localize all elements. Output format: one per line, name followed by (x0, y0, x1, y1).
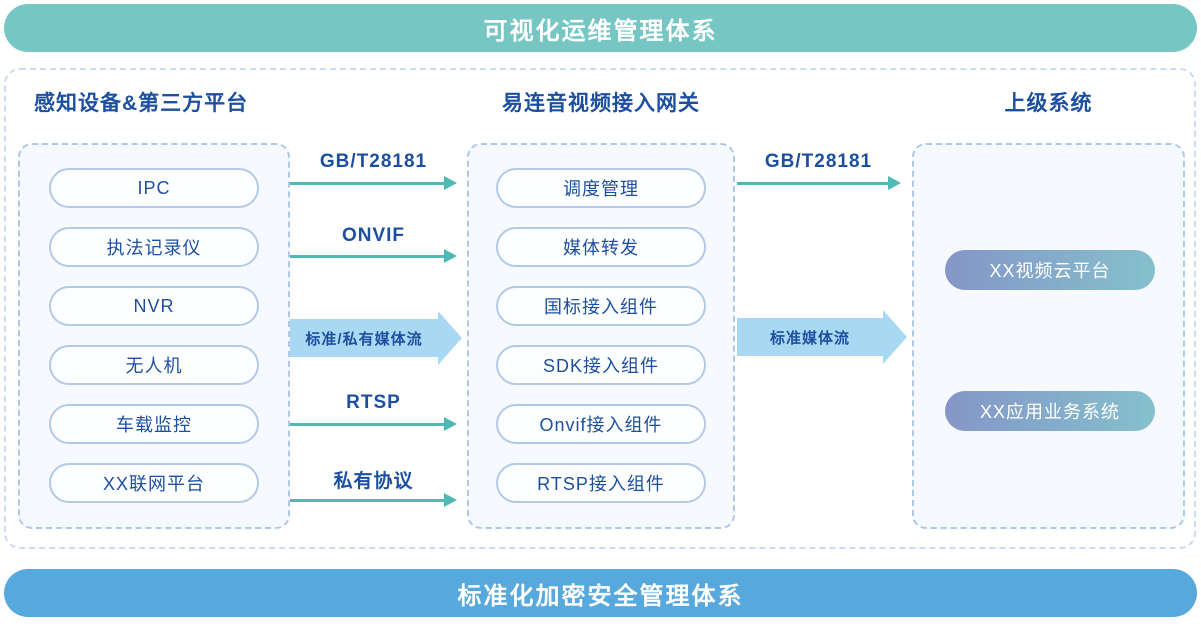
gateway-pill-dispatch: 调度管理 (496, 168, 706, 208)
superior-systems-group: XX视频云平台 XX应用业务系统 (912, 143, 1185, 529)
block-arrow-standard-private-stream: 标准/私有媒体流 (290, 311, 462, 365)
perception-devices-group: IPC 执法记录仪 NVR 无人机 车载监控 XX联网平台 (18, 143, 290, 529)
arrow-line (737, 182, 889, 185)
block-arrow-label: 标准媒体流 (737, 318, 883, 356)
arrow-label-private-protocol: 私有协议 (333, 471, 414, 492)
arrow-line (290, 423, 445, 426)
device-pill-drone: 无人机 (49, 345, 259, 385)
arrow-label-gbt28181-right: GB/T28181 (764, 151, 873, 172)
arrow-label-rtsp: RTSP (346, 392, 401, 413)
bottom-banner-label: 标准化加密安全管理体系 (457, 582, 744, 610)
block-arrow-standard-stream: 标准媒体流 (737, 310, 907, 364)
system-pill-business-app: XX应用业务系统 (945, 391, 1155, 431)
block-arrow-head-icon (883, 310, 907, 364)
gateway-pill-rtsp-access: RTSP接入组件 (496, 463, 706, 503)
block-arrow-head-icon (438, 311, 462, 365)
device-pill-ipc: IPC (49, 168, 259, 208)
gateway-pill-gb-access: 国标接入组件 (496, 286, 706, 326)
left-column-title: 感知设备&第三方平台 (34, 92, 249, 115)
arrow-label-onvif: ONVIF (341, 225, 406, 246)
top-banner: 可视化运维管理体系 (4, 4, 1197, 52)
bottom-banner: 标准化加密安全管理体系 (4, 569, 1197, 617)
device-pill-nvr: NVR (49, 286, 259, 326)
arrow-line (290, 499, 445, 502)
arrow-head-icon (444, 249, 457, 263)
middle-column-title: 易连音视频接入网关 (502, 92, 700, 115)
device-pill-network-platform: XX联网平台 (49, 463, 259, 503)
top-banner-label: 可视化运维管理体系 (483, 17, 718, 45)
device-pill-body-camera: 执法记录仪 (49, 227, 259, 267)
arrow-line (290, 182, 445, 185)
arrow-head-icon (444, 176, 457, 190)
gateway-pill-media-forward: 媒体转发 (496, 227, 706, 267)
arrow-head-icon (444, 493, 457, 507)
right-column-title: 上级系统 (1004, 92, 1093, 115)
system-pill-video-cloud: XX视频云平台 (945, 250, 1155, 290)
gateway-components-group: 调度管理 媒体转发 国标接入组件 SDK接入组件 Onvif接入组件 RTSP接… (467, 143, 735, 529)
gateway-pill-onvif-access: Onvif接入组件 (496, 404, 706, 444)
arrow-line (290, 255, 445, 258)
arrow-label-gbt28181-left: GB/T28181 (319, 151, 428, 172)
gateway-pill-sdk-access: SDK接入组件 (496, 345, 706, 385)
device-pill-vehicle-monitor: 车载监控 (49, 404, 259, 444)
arrow-head-icon (444, 417, 457, 431)
arrow-head-icon (888, 176, 901, 190)
block-arrow-label: 标准/私有媒体流 (290, 319, 438, 357)
